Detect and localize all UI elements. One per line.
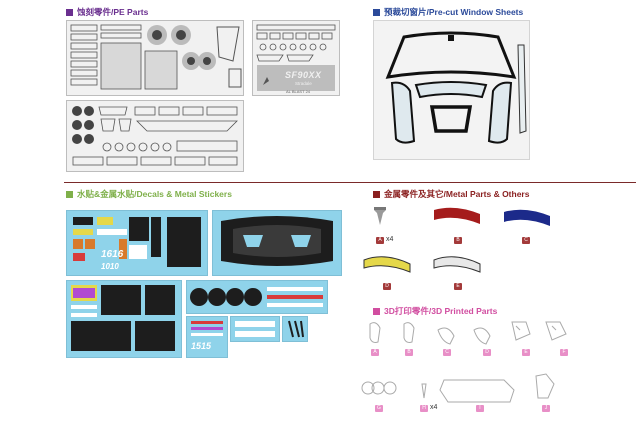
printed-part-label-d: D <box>483 349 491 356</box>
pe-sheet-main-art <box>70 24 242 90</box>
decal-sheet-4 <box>186 280 328 314</box>
decals-title: 水贴&金属水贴/Decals & Metal Stickers <box>66 188 232 200</box>
printed-part-label-b: B <box>405 349 413 356</box>
metal-part-label-b: B <box>454 237 462 244</box>
decal-sheet-6-art <box>235 321 275 337</box>
window-sheet-panel <box>373 20 530 160</box>
decal-number-small: 1010 <box>101 262 119 271</box>
decal-sheet-1-art <box>73 217 201 267</box>
decal-number-large: 1616 <box>101 249 124 260</box>
decal-sheet-3-art <box>71 285 175 351</box>
pe-sheet-main <box>66 20 244 96</box>
pe-parts-marker <box>66 8 73 16</box>
pe-signature: AL BLAST 24 <box>286 89 311 94</box>
pe-sheet-small-art <box>256 24 336 91</box>
decals-marker <box>66 190 73 198</box>
printed-parts-title-text: 3D打印零件/3D Printed Parts <box>384 306 498 316</box>
printed-part-label-f: F <box>560 349 568 356</box>
section-divider <box>64 182 636 183</box>
pe-badge-model: SF90XX <box>285 70 322 80</box>
decal-sheet-4-art <box>190 287 323 307</box>
pe-sheet-large-art <box>72 106 238 166</box>
decal-number-bottom: 1515 <box>191 341 212 351</box>
pe-parts-title: 蚀刻零件/PE Parts <box>66 6 148 18</box>
pe-sheet-small: SF90XX Stradale <box>252 20 340 96</box>
decal-sheet-5: 1515 <box>186 316 228 358</box>
window-sheets-marker <box>373 8 380 16</box>
metal-part-label-c: C <box>522 237 530 244</box>
metal-parts-marker <box>373 190 380 198</box>
printed-part-label-i: I <box>476 405 484 412</box>
pe-badge-sub: Stradale <box>295 81 312 86</box>
printed-part-label-g: G <box>375 405 383 412</box>
printed-part-qty-h: x4 <box>430 404 438 411</box>
decal-sheet-6 <box>230 316 280 342</box>
window-sheets-title: 预裁切窗片/Pre-cut Window Sheets <box>373 6 523 18</box>
metal-screw-icon <box>374 207 386 225</box>
printed-part-label-h: H <box>420 405 428 412</box>
metal-part-label-e: E <box>454 283 462 290</box>
printed-parts-marker <box>373 307 380 315</box>
decal-sheet-1: 1616 1010 <box>66 210 208 276</box>
printed-part-label-a: A <box>371 349 379 356</box>
metal-part-qty-a: x4 <box>386 236 394 243</box>
metal-parts-title-text: 金属零件及其它/Metal Parts & Others <box>384 189 530 199</box>
decal-sheet-7-art <box>288 320 304 338</box>
pe-sheet-large <box>66 100 244 172</box>
window-sheets-title-text: 预裁切窗片/Pre-cut Window Sheets <box>384 7 524 17</box>
decal-sheet-2-art <box>221 216 333 266</box>
decal-sheet-5-art <box>191 321 223 336</box>
metal-part-label-a: A <box>376 237 384 244</box>
metal-parts-title: 金属零件及其它/Metal Parts & Others <box>373 188 529 200</box>
window-sheet-art <box>385 31 527 144</box>
decal-sheet-3 <box>66 280 182 358</box>
metal-part-label-d: D <box>383 283 391 290</box>
decals-title-text: 水贴&金属水贴/Decals & Metal Stickers <box>77 189 232 199</box>
pe-parts-title-text: 蚀刻零件/PE Parts <box>77 7 149 17</box>
decal-sheet-7 <box>282 316 308 342</box>
printed-part-label-c: C <box>443 349 451 356</box>
printed-part-label-j: J <box>542 405 550 412</box>
printed-part-label-e: E <box>522 349 530 356</box>
printed-parts-title: 3D打印零件/3D Printed Parts <box>373 305 497 317</box>
decal-sheet-2 <box>212 210 342 276</box>
